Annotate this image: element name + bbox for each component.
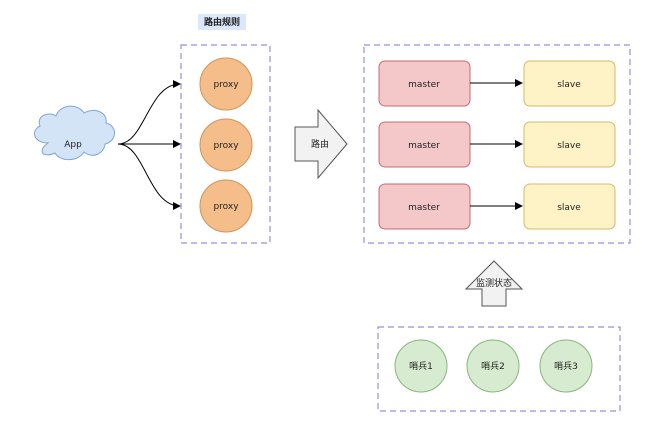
slave-label: slave: [557, 203, 581, 213]
monitor-block-arrow: 监测状态: [464, 260, 524, 307]
master-node[interactable]: master: [378, 121, 471, 168]
route-label: 路由: [311, 138, 329, 150]
proxy-label: proxy: [213, 141, 239, 151]
sentinel-node[interactable]: 哨兵1: [394, 339, 448, 393]
master-label: master: [408, 141, 440, 151]
sentinel-label: 哨兵1: [409, 360, 433, 372]
slave-node[interactable]: slave: [523, 183, 616, 230]
cloud-shape: [33, 105, 115, 161]
sentinel-label: 哨兵3: [554, 360, 578, 372]
routing-rules-title-text: 路由规则: [204, 16, 240, 28]
master-node[interactable]: master: [378, 60, 471, 107]
route-block-arrow: 路由: [294, 108, 348, 180]
sentinel-label: 哨兵2: [481, 360, 505, 372]
replication-row: master slave: [378, 183, 616, 230]
master-slave-group: master slave master slave master: [363, 44, 631, 244]
proxy-node[interactable]: proxy: [199, 179, 253, 233]
sentinel-node[interactable]: 哨兵2: [466, 339, 520, 393]
slave-label: slave: [557, 141, 581, 151]
monitor-label: 监测状态: [476, 277, 512, 289]
proxy-label: proxy: [213, 80, 239, 90]
sentinel-node[interactable]: 哨兵3: [539, 339, 593, 393]
slave-label: slave: [557, 80, 581, 90]
sentinel-group: 哨兵1 哨兵2 哨兵3: [377, 326, 621, 412]
connector-app-proxy-1: [117, 80, 181, 145]
master-label: master: [408, 80, 440, 90]
proxy-node[interactable]: proxy: [199, 118, 253, 172]
proxy-group-border: [180, 44, 271, 244]
app-to-proxy-connectors: [117, 80, 181, 210]
sentinel-group-border: [377, 326, 621, 412]
proxy-group: proxy proxy proxy: [180, 44, 271, 244]
master-label: master: [408, 203, 440, 213]
connector-app-proxy-3: [117, 143, 181, 210]
routing-rules-title: 路由规则: [198, 14, 246, 30]
replication-row: master slave: [378, 60, 616, 107]
app-cloud[interactable]: App: [33, 105, 115, 161]
app-label: App: [64, 140, 82, 150]
proxy-node[interactable]: proxy: [199, 57, 253, 111]
proxy-label: proxy: [213, 202, 239, 212]
master-node[interactable]: master: [378, 183, 471, 230]
slave-node[interactable]: slave: [523, 60, 616, 107]
replication-row: master slave: [378, 121, 616, 168]
master-slave-group-border: [363, 44, 631, 244]
slave-node[interactable]: slave: [523, 121, 616, 168]
